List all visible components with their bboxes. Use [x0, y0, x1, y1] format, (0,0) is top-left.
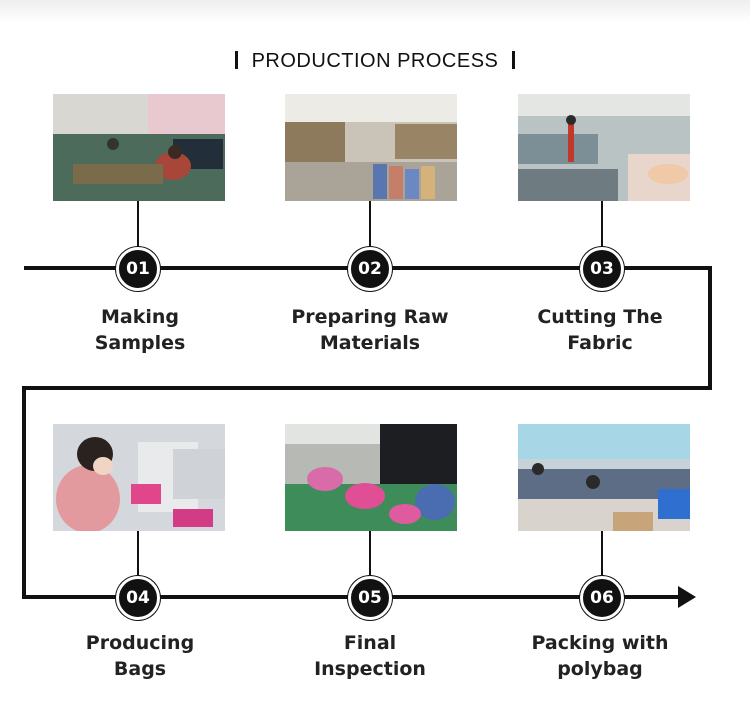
- stem-04: [137, 531, 139, 579]
- step-label: Producing Bags: [40, 630, 240, 682]
- step-label: Cutting The Fabric: [500, 304, 700, 356]
- step-label-line1: Preparing Raw: [291, 306, 449, 328]
- photo-making-samples: [53, 94, 225, 201]
- step-number-badge: 05: [348, 576, 392, 620]
- step-label-line2: Inspection: [314, 658, 426, 680]
- stem-06: [601, 531, 603, 579]
- step-label-line1: Making: [100, 306, 179, 328]
- step-label-line2: Samples: [94, 332, 186, 354]
- step-label-line1: Cutting The: [537, 306, 663, 328]
- photo-producing-bags: [53, 424, 225, 531]
- step-label-line1: Packing with: [531, 632, 669, 654]
- step-number-badge: 06: [580, 576, 624, 620]
- step-number-badge: 01: [116, 247, 160, 291]
- step-label: Preparing Raw Materials: [270, 304, 470, 356]
- step-label-line2: Materials: [319, 332, 421, 354]
- title-bar-right: [512, 51, 516, 69]
- step-label: Making Samples: [40, 304, 240, 356]
- step-number-badge: 04: [116, 576, 160, 620]
- step-label-line2: Fabric: [567, 332, 633, 354]
- stem-05: [369, 531, 371, 579]
- photo-packing: [518, 424, 690, 531]
- flow-arrow-head: [678, 586, 696, 608]
- stem-02: [369, 201, 371, 249]
- step-number-badge: 03: [580, 247, 624, 291]
- step-label-line2: Bags: [113, 658, 167, 680]
- stem-03: [601, 201, 603, 249]
- stem-01: [137, 201, 139, 249]
- top-fade: [0, 0, 750, 22]
- photo-cutting-fabric: [518, 94, 690, 201]
- photo-raw-materials: [285, 94, 457, 201]
- step-label: Final Inspection: [270, 630, 470, 682]
- step-number-badge: 02: [348, 247, 392, 291]
- step-label: Packing with polybag: [500, 630, 700, 682]
- step-label-line1: Producing: [85, 632, 195, 654]
- section-title: PRODUCTION PROCESS: [0, 50, 750, 73]
- title-text: PRODUCTION PROCESS: [251, 50, 499, 72]
- step-label-line1: Final: [343, 632, 397, 654]
- step-label-line2: polybag: [557, 658, 643, 680]
- title-bar-left: [234, 51, 238, 69]
- photo-final-inspection: [285, 424, 457, 531]
